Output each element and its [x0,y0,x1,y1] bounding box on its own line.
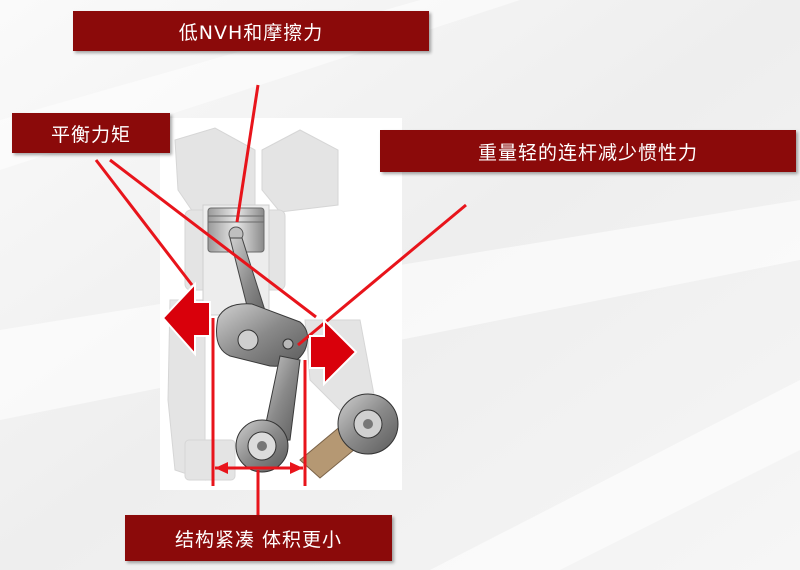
label-low-nvh-friction: 低NVH和摩擦力 [73,11,429,51]
label-light-connecting-rod: 重量轻的连杆减少惯性力 [380,130,796,172]
label-balance-torque: 平衡力矩 [12,113,170,153]
label-compact-structure: 结构紧凑 体积更小 [125,515,392,561]
